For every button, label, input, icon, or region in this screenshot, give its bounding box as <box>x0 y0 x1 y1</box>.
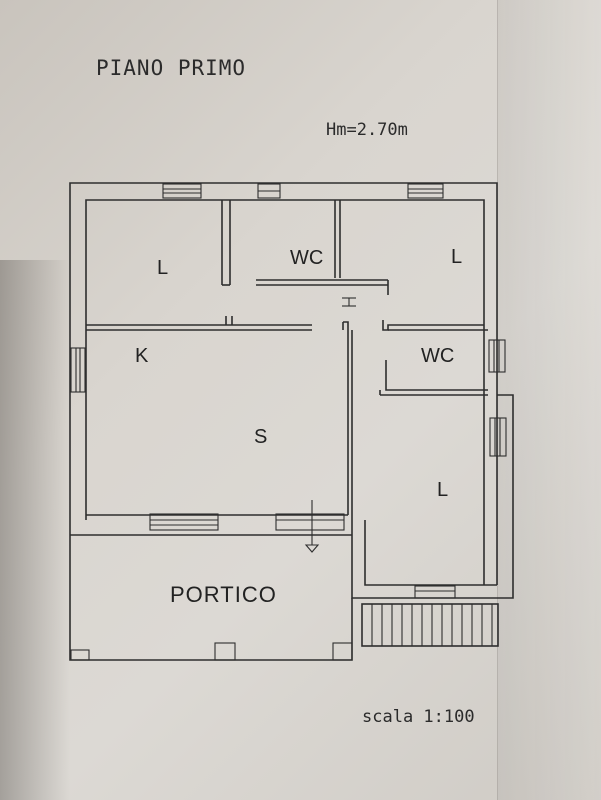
room-label-portico: PORTICO <box>170 582 277 607</box>
scale-note: scala 1:100 <box>362 707 475 727</box>
outer-walls <box>69 182 514 599</box>
room-label-wc-2: WC <box>421 345 454 367</box>
ceiling-height-note: Hm=2.70m <box>326 120 408 140</box>
room-label-bedroom-1: L <box>157 257 168 279</box>
room-label-living: S <box>254 426 267 448</box>
down-arrow <box>304 500 320 553</box>
external-stairs <box>361 603 499 647</box>
paper-shadow <box>0 260 70 800</box>
windows <box>70 183 507 599</box>
room-label-bedroom-2: L <box>451 246 462 268</box>
room-label-wc-1: WC <box>290 247 323 269</box>
portico-outline <box>69 535 353 661</box>
interior-walls <box>70 200 488 536</box>
room-label-bedroom-3: L <box>437 479 448 501</box>
paper-fold <box>497 0 601 800</box>
plan-title: PIANO PRIMO <box>96 56 247 80</box>
room-label-kitchen: K <box>135 345 149 367</box>
